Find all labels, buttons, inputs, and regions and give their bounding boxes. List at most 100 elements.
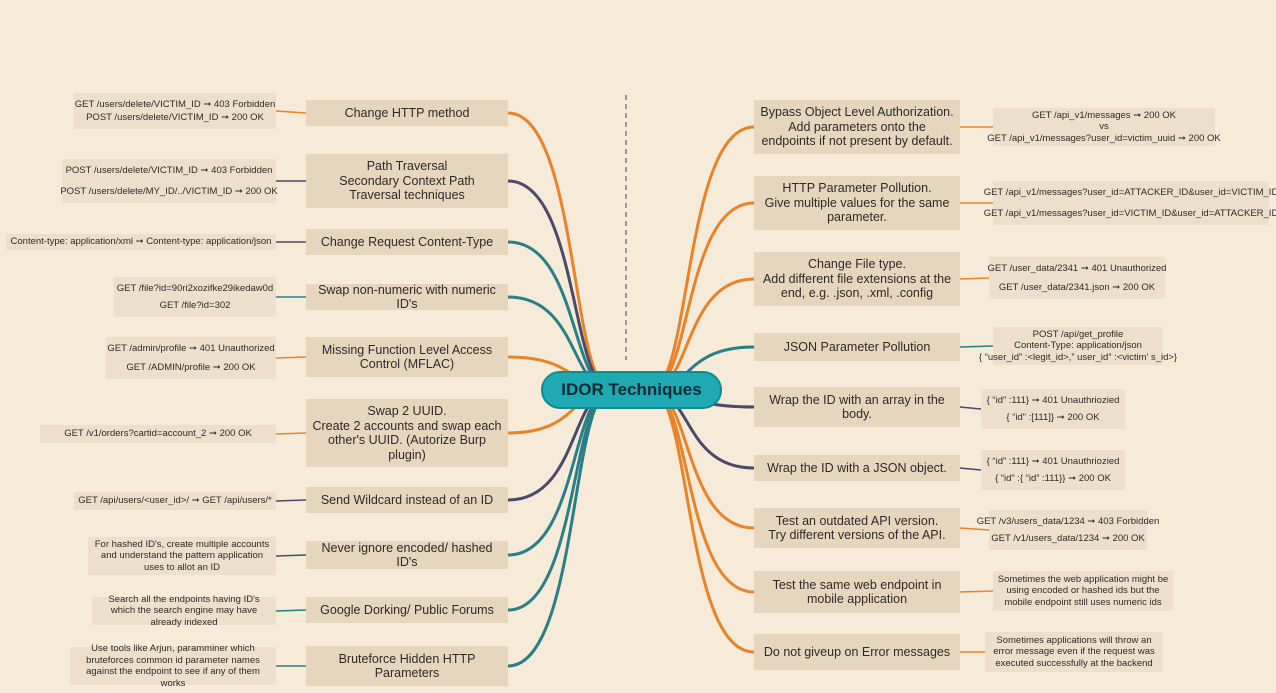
example-line: { “id” :{ “id” :111}} ➞ 200 OK [995, 472, 1111, 484]
note-connector [959, 345, 994, 348]
topic-label: Never ignore encoded/ hashed ID's [321, 540, 493, 570]
example-line: POST /users/delete/VICTIM_ID ➞ 200 OK [86, 111, 264, 123]
left-topic-box: Change Request Content-Type [306, 229, 508, 255]
note-connector [275, 554, 307, 557]
note-connector [275, 609, 307, 612]
example-note: POST /users/delete/VICTIM_ID ➞ 403 Forbi… [60, 159, 278, 203]
topic-label: Change Request Content-Type [320, 234, 494, 249]
branch-connector [506, 388, 613, 612]
right-topic-box: Test an outdated API version. Try differ… [754, 508, 960, 548]
topic-label: Send Wildcard instead of an ID [320, 492, 494, 507]
example-line: For hashed ID's, create multiple account… [94, 538, 270, 573]
example-line: GET /v1/users_data/1234 ➞ 200 OK [991, 532, 1145, 544]
topic-label: Wrap the ID with an array in the body. [769, 392, 945, 422]
note-connector [275, 432, 307, 435]
topic-label: Do not giveup on Error messages [763, 644, 951, 659]
example-line: Sometimes the web application might be u… [997, 573, 1169, 608]
left-topic-box: Google Dorking/ Public Forums [306, 597, 508, 623]
left-topic-box: Missing Function Level Access Control (M… [306, 337, 508, 377]
topic-label: Wrap the ID with a JSON object. [767, 460, 947, 475]
branch-connector [649, 388, 756, 530]
example-line: POST /api/get_profile [1032, 328, 1124, 340]
right-topic-box: Wrap the ID with an array in the body. [754, 387, 960, 427]
note-connector [959, 527, 990, 531]
branch-connector [649, 201, 756, 392]
left-topic-box: Change HTTP method [306, 100, 508, 126]
example-note: For hashed ID's, create multiple account… [88, 537, 276, 575]
example-note: GET /users/delete/VICTIM_ID ➞ 403 Forbid… [74, 93, 276, 129]
example-note: Content-type: application/xml ➞ Content-… [6, 234, 276, 250]
example-line: GET /user_data/2341.json ➞ 200 OK [998, 281, 1156, 293]
left-topic-box: Swap 2 UUID. Create 2 accounts and swap … [306, 399, 508, 467]
right-topic-box: HTTP Parameter Pollution. Give multiple … [754, 176, 960, 230]
central-topic-label: IDOR Techniques [561, 380, 702, 399]
note-connector [275, 499, 307, 502]
left-topic-box: Bruteforce Hidden HTTP Parameters [306, 646, 508, 686]
example-line: GET /file?id=90ri2xozifke29ikedaw0d [116, 283, 274, 294]
example-note: GET /api/users/<user_id>/ ➞ GET /api/use… [74, 492, 276, 510]
example-line: GET /v3/users_data/1234 ➞ 403 Forbidden [976, 516, 1160, 527]
topic-label: Bypass Object Level Authorization. Add p… [760, 105, 954, 149]
example-line: GET /api/users/<user_id>/ ➞ GET /api/use… [78, 495, 272, 507]
example-line: POST /users/delete/VICTIM_ID ➞ 403 Forbi… [65, 165, 273, 176]
example-line: Sometimes applications will throw an err… [993, 634, 1155, 669]
example-line: { “id” :111} ➞ 401 Unauthriozied [986, 456, 1120, 467]
example-line: { “user_id” :<legit_id>,” user_id” :<vic… [978, 351, 1178, 363]
example-line: GET /user_data/2341 ➞ 401 Unauthorized [987, 263, 1167, 274]
example-line: GET /api_v1/messages ➞ 200 OK [1031, 109, 1177, 121]
example-note: { “id” :111} ➞ 401 Unauthriozied { “id” :… [981, 450, 1125, 490]
note-connector [275, 356, 307, 359]
left-topic-box: Path Traversal Secondary Context Path Tr… [306, 154, 508, 208]
branch-connector [649, 388, 756, 594]
example-line: { “id” :111} ➞ 401 Unauthriozied [986, 395, 1120, 406]
branch-connector [506, 388, 613, 557]
right-topic-box: Bypass Object Level Authorization. Add p… [754, 100, 960, 154]
branch-connector [506, 111, 613, 392]
example-note: GET /api_v1/messages?user_id=ATTACKER_ID… [984, 181, 1276, 225]
example-note: { “id” :111} ➞ 401 Unauthriozied { “id” :… [981, 389, 1125, 429]
topic-label: JSON Parameter Pollution [783, 339, 931, 354]
branch-connector [649, 388, 756, 654]
right-topic-box: Change File type. Add different file ext… [754, 252, 960, 306]
example-line: GET /ADMIN/profile ➞ 200 OK [126, 361, 256, 373]
example-line: GET /api_v1/messages?user_id=victim_uuid… [987, 132, 1221, 144]
left-topic-box: Never ignore encoded/ hashed ID's [306, 541, 508, 569]
example-line: GET /v1/orders?cartid=account_2 ➞ 200 OK [64, 428, 252, 440]
topic-label: HTTP Parameter Pollution. Give multiple … [764, 181, 950, 225]
example-line: Search all the endpoints having ID's whi… [108, 593, 260, 628]
example-line: GET /api_v1/messages?user_id=VICTIM_ID&u… [983, 207, 1276, 219]
note-connector [275, 110, 307, 114]
example-line: Content-Type: application/json [1014, 340, 1142, 352]
topic-label: Test an outdated API version. Try differ… [768, 513, 946, 543]
example-note: Sometimes the web application might be u… [993, 571, 1173, 611]
topic-label: Swap 2 UUID. Create 2 accounts and swap … [312, 404, 502, 462]
example-note: GET /v1/orders?cartid=account_2 ➞ 200 OK [40, 425, 276, 443]
example-line: GET /admin/profile ➞ 401 Unauthorized [107, 343, 275, 354]
topic-label: Bruteforce Hidden HTTP Parameters [338, 651, 476, 681]
topic-label: Missing Function Level Access Control (M… [321, 342, 493, 372]
example-note: Use tools like Arjun, paramminer which b… [70, 643, 276, 689]
note-connector [959, 277, 990, 280]
example-note: Search all the endpoints having ID's whi… [92, 594, 276, 628]
topic-label: Path Traversal Secondary Context Path Tr… [339, 159, 475, 203]
example-line: { “id” :[111]} ➞ 200 OK [1006, 411, 1100, 423]
example-line: GET /api_v1/messages?user_id=ATTACKER_ID… [983, 187, 1276, 198]
topic-label: Change File type. Add different file ext… [762, 257, 952, 301]
central-topic-node: IDOR Techniques [541, 371, 722, 409]
topic-label: Change HTTP method [344, 105, 470, 120]
note-connector [959, 590, 994, 593]
right-topic-box: Wrap the ID with a JSON object. [754, 455, 960, 481]
example-note: Sometimes applications will throw an err… [985, 632, 1163, 672]
example-line: vs [1099, 121, 1109, 133]
topic-label: Google Dorking/ Public Forums [320, 602, 494, 617]
topic-label: Swap non-numeric with numeric ID's [318, 282, 496, 312]
note-connector [959, 467, 982, 471]
topic-label: Test the same web endpoint in mobile app… [772, 577, 942, 607]
left-topic-box: Swap non-numeric with numeric ID's [306, 282, 508, 312]
example-line: Use tools like Arjun, paramminer which b… [86, 643, 260, 689]
